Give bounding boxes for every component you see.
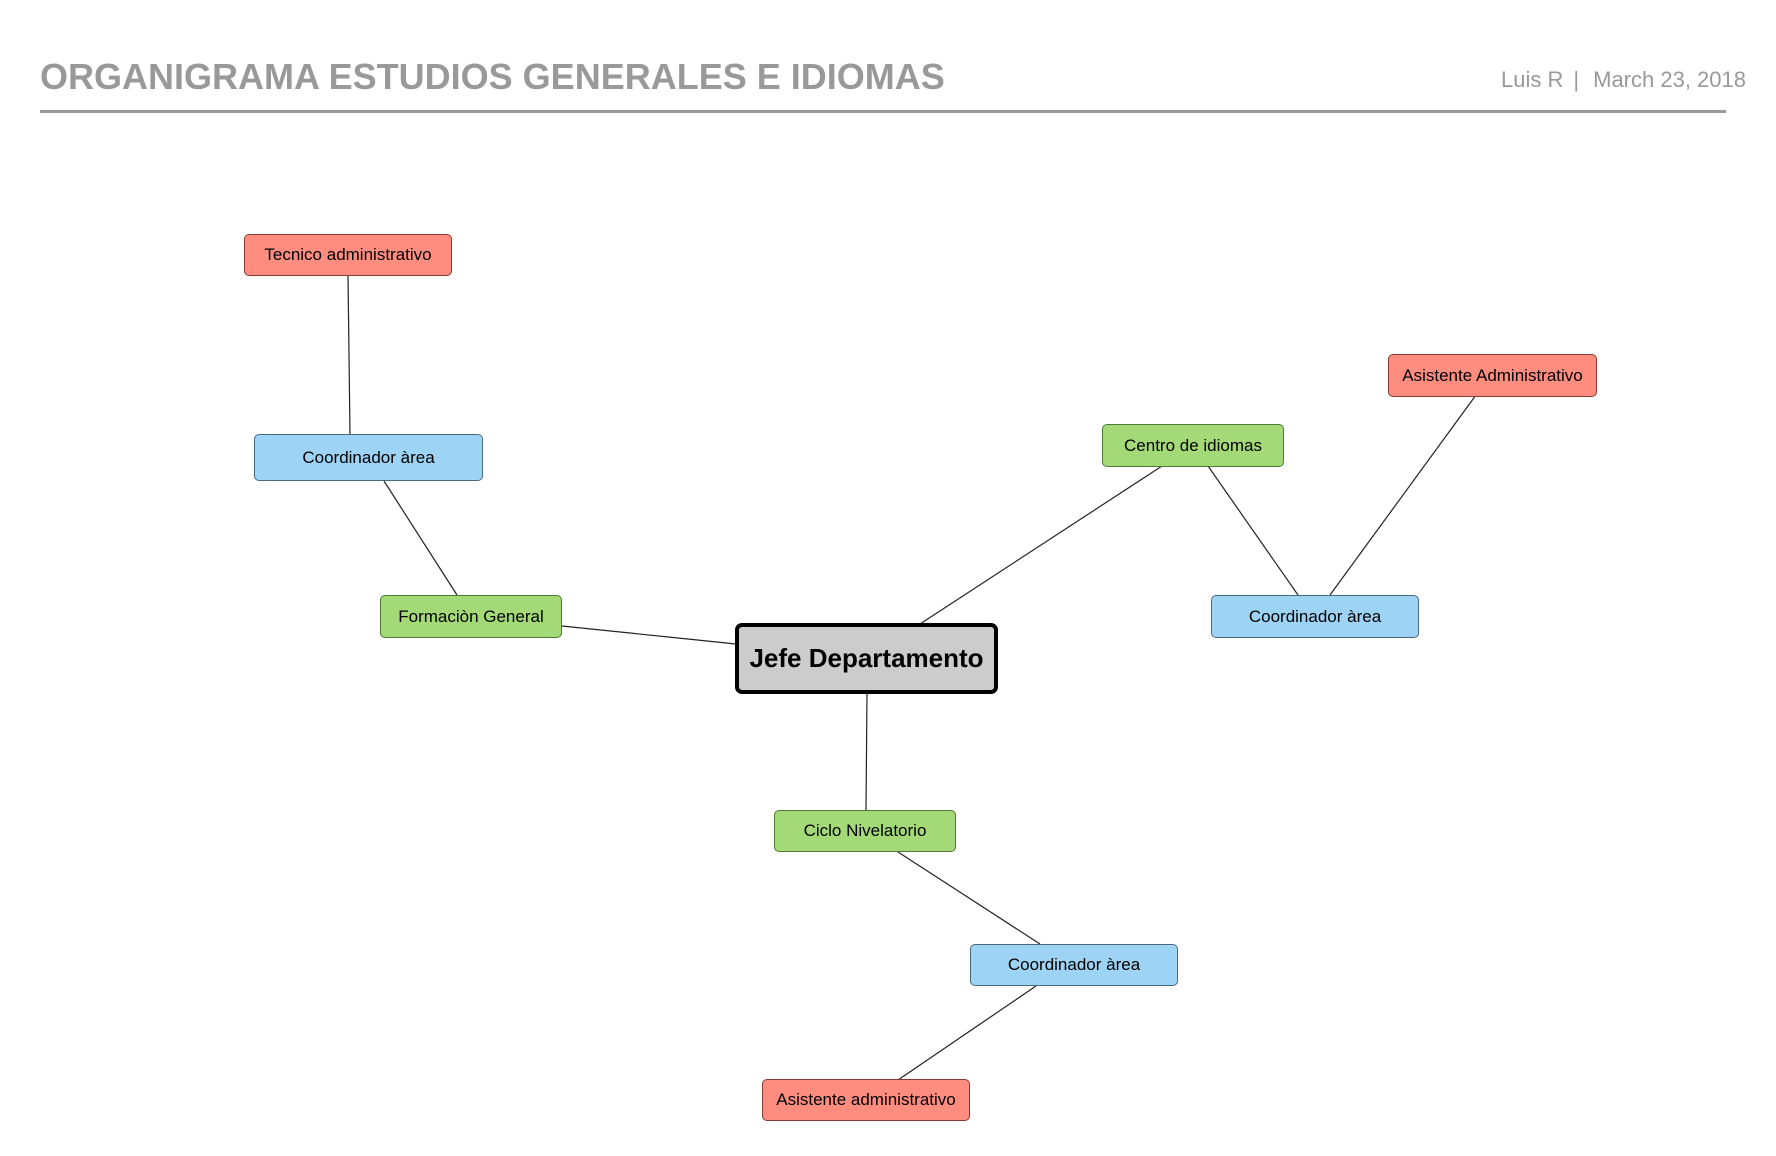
node-coordinador-area-idiomas[interactable]: Coordinador àrea (1211, 595, 1419, 638)
node-coordinador-area-formacion[interactable]: Coordinador àrea (254, 434, 483, 481)
page-title: ORGANIGRAMA ESTUDIOS GENERALES E IDIOMAS (40, 56, 945, 97)
node-centro-de-idiomas[interactable]: Centro de idiomas (1102, 424, 1284, 467)
header-divider (40, 110, 1726, 113)
edge-ciclo-coordinador (897, 851, 1041, 945)
edge-coordinador-tecnico (347, 274, 351, 435)
node-coordinador-area-ciclo[interactable]: Coordinador àrea (970, 944, 1178, 986)
meta-separator: | (1573, 67, 1580, 92)
node-ciclo-nivelatorio[interactable]: Ciclo Nivelatorio (774, 810, 956, 852)
edge-coordinador-asistente (1329, 394, 1477, 596)
edge-root-centro (919, 465, 1163, 625)
edge-formacion-coordinador (383, 480, 458, 596)
author-name: Luis R (1501, 67, 1564, 92)
node-asistente-administrativo-ciclo[interactable]: Asistente administrativo (762, 1079, 970, 1121)
edge-centro-coordinador (1207, 465, 1299, 596)
document-date: March 23, 2018 (1593, 67, 1746, 92)
node-jefe-departamento[interactable]: Jefe Departamento (735, 623, 998, 694)
node-tecnico-administrativo[interactable]: Tecnico administrativo (244, 234, 452, 276)
document-meta: Luis R | March 23, 2018 (1501, 67, 1746, 93)
edge-coordinador-asistente-ciclo (897, 985, 1037, 1081)
edge-root-formacion (561, 625, 737, 645)
edge-root-ciclo (865, 692, 868, 811)
node-formacion-general[interactable]: Formaciòn General (380, 595, 562, 638)
node-asistente-administrativo-idiomas[interactable]: Asistente Administrativo (1388, 354, 1597, 397)
